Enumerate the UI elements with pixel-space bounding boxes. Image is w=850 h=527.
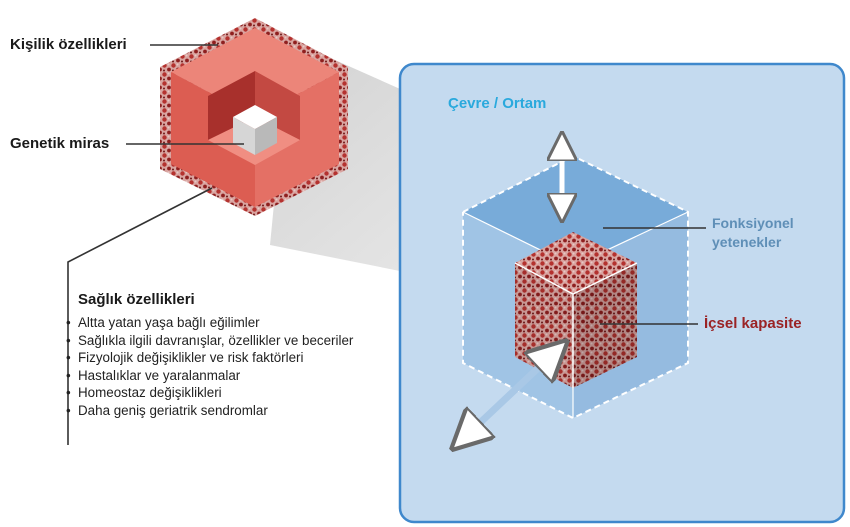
saglik-item: Sağlıkla ilgili davranışlar, özellikler … — [64, 332, 394, 350]
intrinsic-capacity-cube — [514, 232, 638, 388]
saglik-title: Sağlık özellikleri — [78, 291, 195, 308]
diagonal-arrow — [466, 354, 553, 436]
saglik-item: Altta yatan yaşa bağlı eğilimler — [64, 314, 394, 332]
genetic-cube — [233, 105, 277, 155]
label-fonksiyonel-yetenekler: Fonksiyonel yetenekler — [712, 215, 794, 250]
label-genetik-miras: Genetik miras — [10, 135, 110, 152]
saglik-list: Altta yatan yaşa bağlı eğilimler Sağlıkl… — [64, 314, 394, 419]
label-kisilik-ozellikleri: Kişilik özellikleri — [10, 36, 127, 53]
label-cevre-ortam: Çevre / Ortam — [448, 95, 547, 112]
saglik-item: Homeostaz değişiklikleri — [64, 384, 394, 402]
label-icsel-kapasite: İçsel kapasite — [704, 315, 802, 332]
saglik-item: Daha geniş geriatrik sendromlar — [64, 402, 394, 420]
saglik-item: Fizyolojik değişiklikler ve risk faktörl… — [64, 349, 394, 367]
saglik-ozellikleri-block: Sağlık özellikleri Altta yatan yaşa bağl… — [64, 291, 394, 419]
small-hexagon — [160, 18, 348, 216]
saglik-item: Hastalıklar ve yaralanmalar — [64, 367, 394, 385]
